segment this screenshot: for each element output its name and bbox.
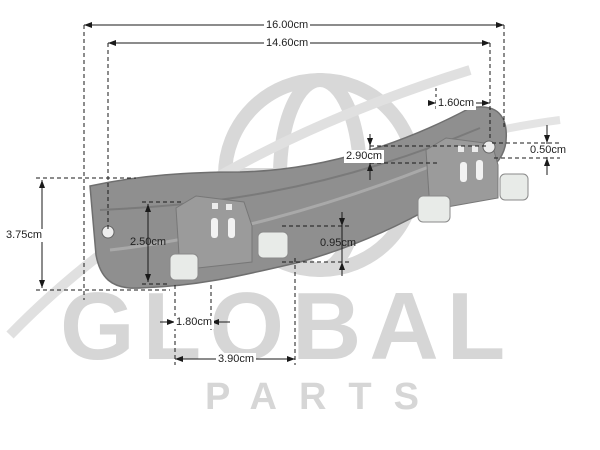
- dim-hole-offset: 0.50cm: [528, 144, 569, 157]
- watermark-sub: PARTS: [205, 376, 441, 418]
- dim-roller-gap: 0.95cm: [320, 237, 357, 249]
- dim-total-height: 3.75cm: [4, 229, 45, 242]
- dim-overall-length: 16.00cm: [264, 19, 311, 32]
- dim-step-height: 2.90cm: [344, 150, 385, 163]
- dimension-arrowheads: [39, 22, 550, 362]
- dim-roller-spacing: 3.90cm: [216, 353, 257, 366]
- dim-block-height: 2.50cm: [130, 236, 167, 248]
- dim-hole-spacing: 14.60cm: [264, 37, 311, 50]
- hinge-part-icon: [89, 106, 529, 289]
- dim-right-offset: 1.60cm: [436, 97, 477, 110]
- watermark-brand: GLOBAL: [60, 273, 514, 380]
- dim-block-width: 1.80cm: [174, 316, 215, 329]
